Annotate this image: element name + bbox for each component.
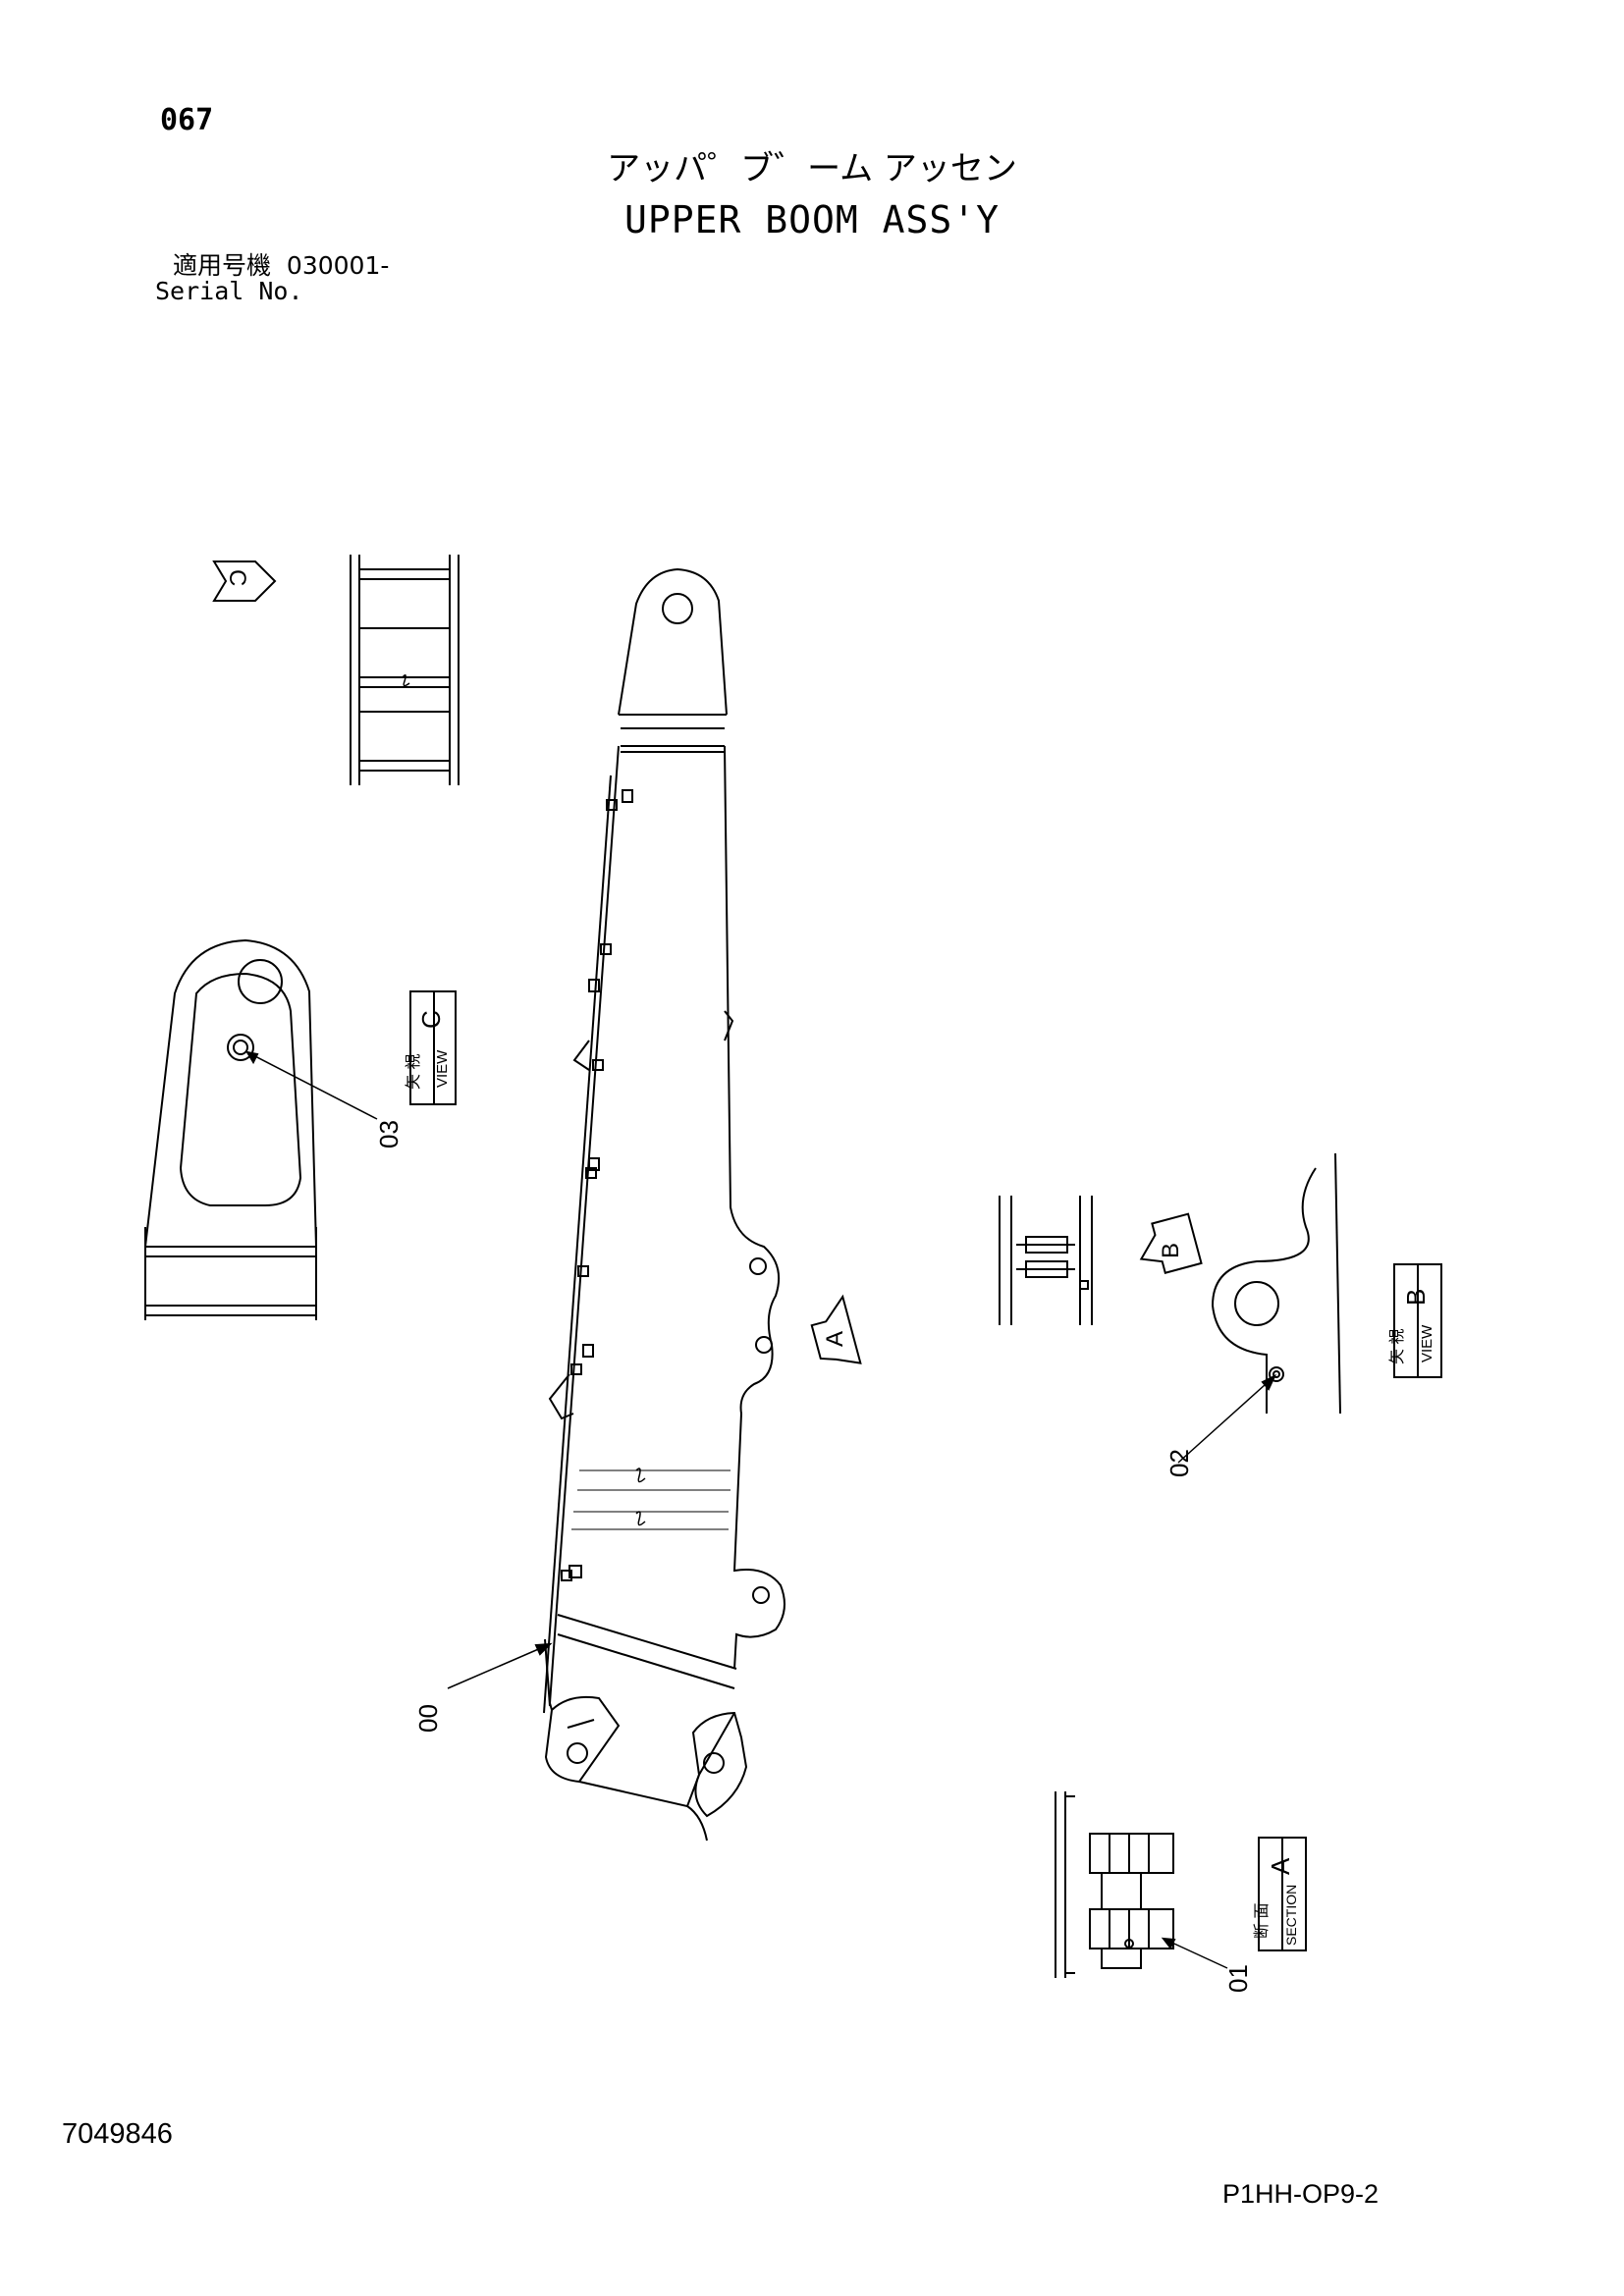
view-c-eye-detail bbox=[144, 938, 317, 1320]
view-c-arrow-letter: C bbox=[224, 569, 250, 586]
view-b-arrow: B bbox=[1139, 1212, 1203, 1274]
callout-01: 01 bbox=[1161, 1937, 1253, 1993]
serial-value: 030001- bbox=[286, 251, 390, 280]
section-a-detail bbox=[1055, 1791, 1174, 1978]
view-c-label-box: 矢 視 VIEW C bbox=[405, 990, 457, 1105]
view-b-label-box: 矢 視 VIEW B bbox=[1388, 1263, 1442, 1378]
view-b-word: VIEW bbox=[1419, 1324, 1435, 1362]
serial-label-english: Serial No. bbox=[155, 277, 303, 305]
drawing-number: 7049846 bbox=[62, 2118, 173, 2150]
view-c-arrow: C bbox=[212, 561, 277, 602]
callout-03: 03 bbox=[244, 1050, 404, 1148]
section-a-arrow-letter: A bbox=[822, 1331, 848, 1347]
callout-label-01: 01 bbox=[1223, 1964, 1253, 1993]
title-japanese: アッパ゜ブ゛ーム アッセン bbox=[607, 149, 1017, 188]
view-c-word: VIEW bbox=[434, 1049, 451, 1088]
view-b-kanji: 矢 視 bbox=[1388, 1329, 1406, 1364]
view-b-arrow-letter: B bbox=[1158, 1243, 1184, 1258]
serial-applicability: 適用号機 030001- bbox=[173, 253, 389, 278]
view-c-kanji: 矢 視 bbox=[405, 1054, 422, 1090]
view-b-eye-detail bbox=[1211, 1152, 1341, 1415]
view-b-letter: B bbox=[1401, 1289, 1431, 1306]
callout-label-00: 00 bbox=[413, 1704, 443, 1733]
section-a-label-box: 断 面 SECTION A bbox=[1253, 1837, 1307, 1951]
page-number: 067 bbox=[160, 103, 214, 137]
serial-label-japanese: 適用号機 bbox=[173, 251, 272, 280]
section-a-arrow: A bbox=[810, 1294, 862, 1364]
section-a-kanji: 断 面 bbox=[1253, 1903, 1271, 1939]
callout-00: 00 bbox=[413, 1642, 553, 1733]
upper-boom-main-view bbox=[543, 567, 785, 1842]
section-a-letter: A bbox=[1266, 1857, 1295, 1875]
section-a-word: SECTION bbox=[1283, 1885, 1299, 1946]
view-c-letter: C bbox=[416, 1010, 446, 1029]
callout-label-02: 02 bbox=[1164, 1449, 1194, 1477]
view-b-section-detail bbox=[999, 1196, 1093, 1325]
callout-label-03: 03 bbox=[374, 1120, 404, 1148]
page-code: P1HH-OP9-2 bbox=[1222, 2179, 1380, 2209]
view-c-plan-detail bbox=[350, 555, 460, 785]
callout-02: 02 bbox=[1164, 1373, 1277, 1477]
title-english: UPPER BOOM ASS'Y bbox=[623, 198, 1001, 241]
